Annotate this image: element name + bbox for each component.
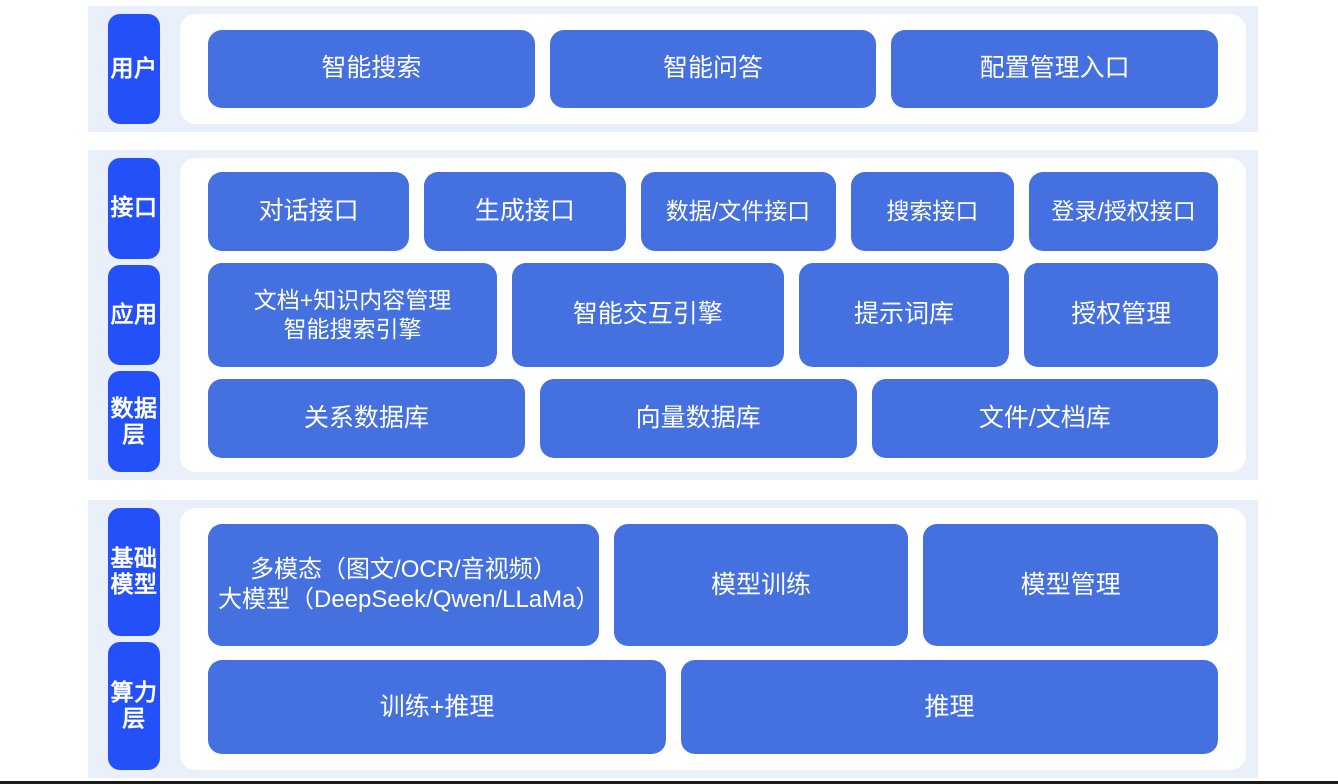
box-multimodal-llm[interactable]: 多模态（图文/OCR/音视频） 大模型（DeepSeek/Qwen/LLaMa） [208, 524, 600, 647]
section-platform: 接口 应用 数据层 对话接口 生成接口 数据/文件接口 搜索接口 登录/授权接口… [88, 150, 1258, 480]
box-vector-database[interactable]: 向量数据库 [539, 379, 857, 458]
row-data-layer: 关系数据库 向量数据库 文件/文档库 [208, 379, 1219, 458]
card-platform: 对话接口 生成接口 数据/文件接口 搜索接口 登录/授权接口 文档+知识内容管理… [180, 158, 1246, 472]
box-search-api[interactable]: 搜索接口 [850, 172, 1015, 251]
side-label-compute-layer: 算力层 [108, 642, 160, 770]
side-label-base-model-text: 基础模型 [110, 545, 158, 597]
section-infrastructure: 基础模型 算力层 多模态（图文/OCR/音视频） 大模型（DeepSeek/Qw… [88, 500, 1258, 778]
row-compute-layer: 训练+推理 推理 [208, 660, 1218, 754]
box-smart-qa[interactable]: 智能问答 [549, 30, 877, 108]
box-data-file-api[interactable]: 数据/文件接口 [640, 172, 836, 251]
side-label-data-layer-text: 数据层 [110, 394, 158, 447]
side-label-compute-layer-text: 算力层 [110, 679, 158, 731]
box-generate-api[interactable]: 生成接口 [424, 172, 626, 251]
row-base-model: 多模态（图文/OCR/音视频） 大模型（DeepSeek/Qwen/LLaMa）… [208, 524, 1218, 647]
box-prompt-library[interactable]: 提示词库 [798, 262, 1010, 368]
label-column-platform: 接口 应用 数据层 [88, 150, 180, 480]
row-application: 文档+知识内容管理 智能搜索引擎 智能交互引擎 提示词库 授权管理 [208, 262, 1218, 368]
card-user: 智能搜索 智能问答 配置管理入口 [180, 14, 1246, 124]
side-label-data-layer: 数据层 [108, 371, 160, 473]
side-label-application: 应用 [108, 264, 160, 366]
side-label-user-text: 用户 [110, 55, 158, 82]
box-train-and-infer[interactable]: 训练+推理 [208, 660, 667, 754]
section-user: 用户 智能搜索 智能问答 配置管理入口 [88, 6, 1258, 132]
label-column-infrastructure: 基础模型 算力层 [88, 500, 180, 778]
side-label-base-model: 基础模型 [108, 508, 160, 636]
box-model-training[interactable]: 模型训练 [613, 524, 909, 647]
box-model-management[interactable]: 模型管理 [923, 524, 1218, 647]
row-interface: 对话接口 生成接口 数据/文件接口 搜索接口 登录/授权接口 [208, 172, 1218, 251]
box-interaction-engine[interactable]: 智能交互引擎 [511, 262, 784, 368]
box-file-document-store[interactable]: 文件/文档库 [871, 379, 1219, 458]
card-infrastructure: 多模态（图文/OCR/音视频） 大模型（DeepSeek/Qwen/LLaMa）… [180, 508, 1246, 770]
box-dialog-api[interactable]: 对话接口 [208, 172, 410, 251]
box-smart-search[interactable]: 智能搜索 [208, 30, 535, 108]
side-label-application-text: 应用 [110, 301, 158, 328]
side-label-interface-text: 接口 [110, 194, 158, 221]
label-column-user: 用户 [88, 6, 180, 132]
box-infer[interactable]: 推理 [681, 660, 1218, 754]
side-label-interface: 接口 [108, 158, 160, 259]
box-config-entry[interactable]: 配置管理入口 [891, 30, 1219, 108]
box-relational-database[interactable]: 关系数据库 [208, 379, 525, 458]
box-auth-management[interactable]: 授权管理 [1024, 262, 1218, 368]
box-doc-knowledge-management[interactable]: 文档+知识内容管理 智能搜索引擎 [208, 262, 497, 368]
box-login-auth-api[interactable]: 登录/授权接口 [1029, 172, 1218, 251]
row-user-entries: 智能搜索 智能问答 配置管理入口 [208, 30, 1219, 108]
side-label-user: 用户 [108, 14, 160, 124]
